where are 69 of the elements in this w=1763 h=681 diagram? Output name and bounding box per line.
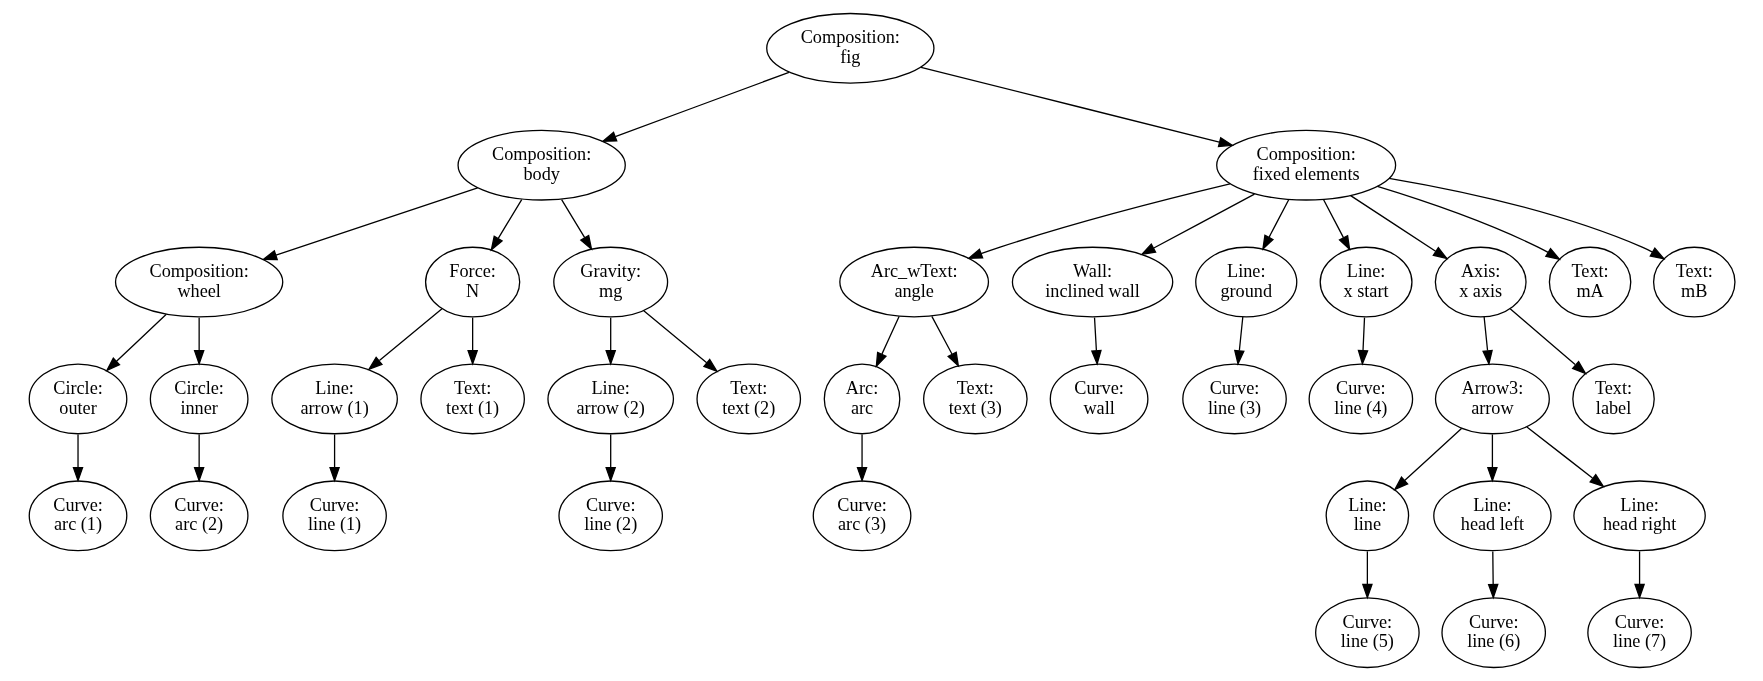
arrow <box>367 308 443 371</box>
arrow <box>489 198 522 252</box>
arrow <box>1633 550 1645 600</box>
node-ellipse: Text: text (2) <box>695 363 801 435</box>
node-ellipse: Composition: fig <box>765 12 935 84</box>
node-ellipse: Text: text (3) <box>922 363 1028 435</box>
node-ellipse: Line: line <box>1325 480 1409 552</box>
node-ellipse: Line: ground <box>1194 246 1297 318</box>
arrow <box>919 66 1234 148</box>
node-ellipse: Curve: arc (3) <box>812 480 911 552</box>
arrow <box>1376 185 1561 261</box>
arrow <box>1357 317 1368 366</box>
node-ellipse: Text: mB <box>1652 246 1736 318</box>
node-ellipse: Curve: line (7) <box>1586 597 1692 669</box>
arrow <box>1487 550 1499 600</box>
arrow <box>193 317 205 366</box>
arrow <box>328 433 340 483</box>
arrow <box>261 187 478 261</box>
arrow <box>1139 193 1255 256</box>
arrow <box>604 433 616 483</box>
node-ellipse: Wall: inclined wall <box>1011 246 1173 318</box>
node-ellipse: Line: arrow (1) <box>270 363 398 435</box>
arrow <box>1481 316 1493 366</box>
arrow <box>1361 550 1373 600</box>
node-ellipse: Circle: inner <box>149 363 249 435</box>
node-ellipse: Gravity: mg <box>552 246 668 318</box>
arrow <box>966 183 1231 259</box>
arrow <box>1322 198 1350 252</box>
arrow <box>1349 194 1448 260</box>
arrow <box>560 198 592 251</box>
node-ellipse: Axis: x axis <box>1434 246 1527 318</box>
node-ellipse: Arrow3: arrow <box>1434 363 1550 435</box>
arrow <box>1387 177 1666 260</box>
node-ellipse: Curve: arc (1) <box>28 480 127 552</box>
arrow <box>1525 426 1605 488</box>
arrow <box>1393 427 1462 491</box>
node-ellipse: Line: arrow (2) <box>546 363 674 435</box>
node-ellipse: Line: head left <box>1432 480 1552 552</box>
arrow <box>105 313 167 372</box>
node-circle: Arc: arc <box>823 363 900 435</box>
node-ellipse: Line: x start <box>1319 246 1413 318</box>
arrow <box>1261 198 1289 251</box>
arrow <box>875 315 900 368</box>
arrow <box>930 315 959 368</box>
arrow <box>72 433 83 483</box>
arrow <box>604 317 616 366</box>
node-ellipse: Curve: line (2) <box>557 480 663 552</box>
node-ellipse: Text: text (1) <box>419 363 525 435</box>
arrow <box>1486 433 1498 483</box>
arrow <box>466 317 478 366</box>
arrow <box>642 310 718 373</box>
node-ellipse: Curve: line (5) <box>1314 597 1420 669</box>
node-ellipse: Circle: outer <box>28 363 127 435</box>
arrow <box>1090 317 1102 366</box>
node-ellipse: Curve: line (1) <box>281 480 387 552</box>
node-ellipse: Curve: wall <box>1049 363 1148 435</box>
arrow <box>1233 316 1245 366</box>
node-ellipse: Curve: line (6) <box>1440 597 1546 669</box>
node-ellipse: Text: label <box>1571 363 1655 435</box>
node-ellipse: Curve: arc (2) <box>149 480 249 552</box>
node-ellipse: Text: mA <box>1548 246 1631 318</box>
arrow <box>1509 308 1587 375</box>
arrow <box>856 433 868 483</box>
node-ellipse: Line: head right <box>1572 480 1706 552</box>
arrow <box>193 433 205 483</box>
node-ellipse: Curve: line (3) <box>1181 363 1287 435</box>
node-ellipse: Curve: line (4) <box>1308 363 1413 435</box>
node-ellipse: Force: N <box>424 246 520 318</box>
arrow <box>600 71 790 142</box>
